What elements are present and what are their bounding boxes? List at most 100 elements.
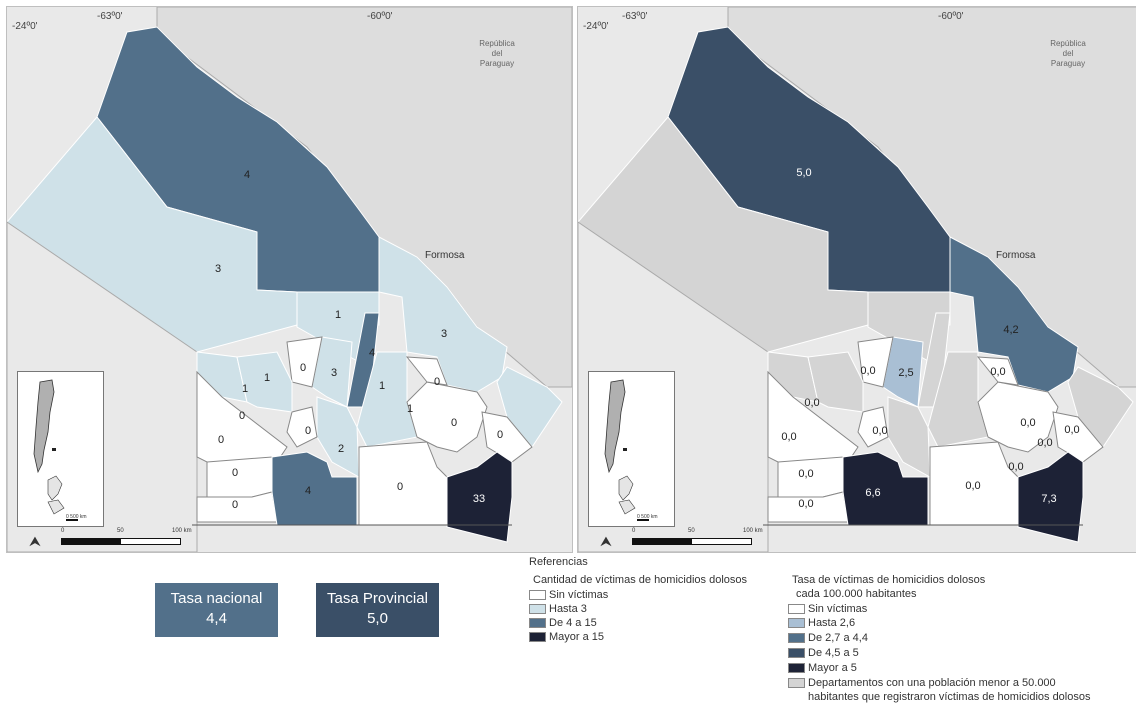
coord-lat: -24º0': [583, 21, 609, 32]
map-value: 0,0: [872, 425, 888, 437]
scale-label: 0: [61, 528, 65, 534]
map-value: 3: [214, 263, 222, 275]
legend-right-item: Departamentos con una población menor a …: [788, 677, 1056, 689]
legend-right-item: Hasta 2,6: [788, 617, 855, 629]
legend-right-item-cont: habitantes que registraron víctimas de h…: [808, 691, 1091, 703]
dept-w1a: [196, 351, 248, 403]
legend-left-item: Mayor a 15: [529, 631, 604, 643]
map-value: 2,5: [898, 367, 914, 379]
map-value: 0,0: [990, 366, 1006, 378]
map-value: 1: [378, 380, 386, 392]
map-value: 0: [217, 434, 225, 446]
north-arrow-icon: ⮝: [29, 533, 41, 549]
coord-lon1: -63º0': [622, 11, 648, 22]
dept-e0b: [481, 411, 533, 463]
inset-scale-label: 0 500 km: [637, 514, 658, 520]
map-value: 0,0: [1020, 417, 1036, 429]
coord-lon2: -60º0': [367, 11, 393, 22]
legend-left-heading: Cantidad de víctimas de homicidios dolos…: [533, 574, 748, 586]
north-arrow-icon: ⮝: [600, 533, 612, 549]
country-label: República del Paraguay: [1050, 39, 1086, 68]
map-value: 0,0: [860, 365, 876, 377]
map-value: 6,6: [865, 487, 881, 499]
dept-e0a: [406, 381, 488, 453]
country-label: República del Paraguay: [479, 39, 515, 68]
map-value: 1: [263, 372, 271, 384]
map-value: 0,0: [804, 397, 820, 409]
legend-swatch: [788, 604, 805, 615]
legend-right-item: De 4,5 a 5: [788, 647, 859, 659]
rate-nacional-label: Tasa nacional: [170, 590, 263, 607]
coord-lon2: -60º0': [938, 11, 964, 22]
legend-right-item: Mayor a 5: [788, 662, 857, 674]
map-value: 4,2: [1003, 324, 1019, 336]
map-value: 1: [241, 383, 249, 395]
inset-map: 0 500 km: [588, 371, 675, 527]
map-value: 0: [396, 481, 404, 493]
scale-label: 50: [117, 528, 124, 534]
map-value: 1: [334, 309, 342, 321]
map-value: 0: [304, 425, 312, 437]
rate-provincial-value: 5,0: [367, 610, 388, 627]
legend-swatch: [529, 604, 546, 615]
map-value: 0,0: [781, 431, 797, 443]
inset-scale-label: 0 500 km: [66, 514, 87, 520]
legend-swatch: [788, 678, 805, 689]
scale-label: 100 km: [172, 528, 192, 534]
legend-swatch: [529, 590, 546, 601]
map-value: 0,0: [1037, 437, 1053, 449]
map-value: 4: [368, 347, 376, 359]
map-value: 0,0: [798, 468, 814, 480]
scale-label: 0: [632, 528, 636, 534]
legend-left-item: Sin víctimas: [529, 589, 608, 601]
legend-swatch: [529, 618, 546, 629]
map-value: 0: [496, 429, 504, 441]
legend-right-item: Sin víctimas: [788, 603, 867, 615]
map-right-shapes: [578, 7, 1136, 552]
dept-sw0: [206, 456, 273, 498]
map-value: 5,0: [796, 167, 812, 179]
dept-e0c: [405, 356, 448, 386]
inset-map: 0 500 km: [17, 371, 104, 527]
legend-swatch: [788, 648, 805, 659]
scale-bar: [632, 538, 752, 545]
legend-swatch: [788, 663, 805, 674]
scale-label: 100 km: [743, 528, 763, 534]
rate-provincial-label: Tasa Provincial: [327, 590, 428, 607]
rate-nacional-box: Tasa nacional 4,4: [155, 583, 278, 637]
coord-lat: -24º0': [12, 21, 38, 32]
map-value: 1: [406, 403, 414, 415]
map-value: 3: [330, 367, 338, 379]
map-value: 33: [472, 493, 486, 505]
legend-right-item: De 2,7 a 4,4: [788, 632, 868, 644]
map-left[interactable]: -24º0' -63º0' -60º0' República del Parag…: [6, 6, 573, 553]
dept-33: [446, 451, 513, 543]
legend-swatch: [788, 618, 805, 629]
map-left-shapes: [7, 7, 572, 552]
dept-w0b: [286, 406, 318, 448]
map-value: 3: [440, 328, 448, 340]
map-value: 0,0: [965, 480, 981, 492]
map-value: 0,0: [1008, 461, 1024, 473]
rate-provincial-box: Tasa Provincial 5,0: [316, 583, 439, 637]
rate-nacional-value: 4,4: [206, 610, 227, 627]
map-value: 2: [337, 443, 345, 455]
legend-swatch: [529, 632, 546, 643]
map-right[interactable]: -24º0' -63º0' -60º0' República del Parag…: [577, 6, 1136, 553]
legend-left-item: Hasta 3: [529, 603, 587, 615]
map-value: 0: [238, 410, 246, 422]
legend-title: Referencias: [529, 556, 588, 568]
map-value: 0,0: [798, 498, 814, 510]
map-value: 4: [243, 169, 251, 181]
inset-map-shape: [33, 379, 78, 521]
map-value: 0,0: [1064, 424, 1080, 436]
map-value: 7,3: [1041, 493, 1057, 505]
scale-label: 50: [688, 528, 695, 534]
map-value: 0: [450, 417, 458, 429]
legend-right-heading: Tasa de víctimas de homicidios dolosos: [792, 574, 986, 586]
dept-c0: [286, 336, 323, 388]
legend-left-item: De 4 a 15: [529, 617, 597, 629]
neighbor-label: Formosa: [425, 250, 465, 261]
dept-s4: [271, 451, 358, 526]
coord-lon1: -63º0': [97, 11, 123, 22]
